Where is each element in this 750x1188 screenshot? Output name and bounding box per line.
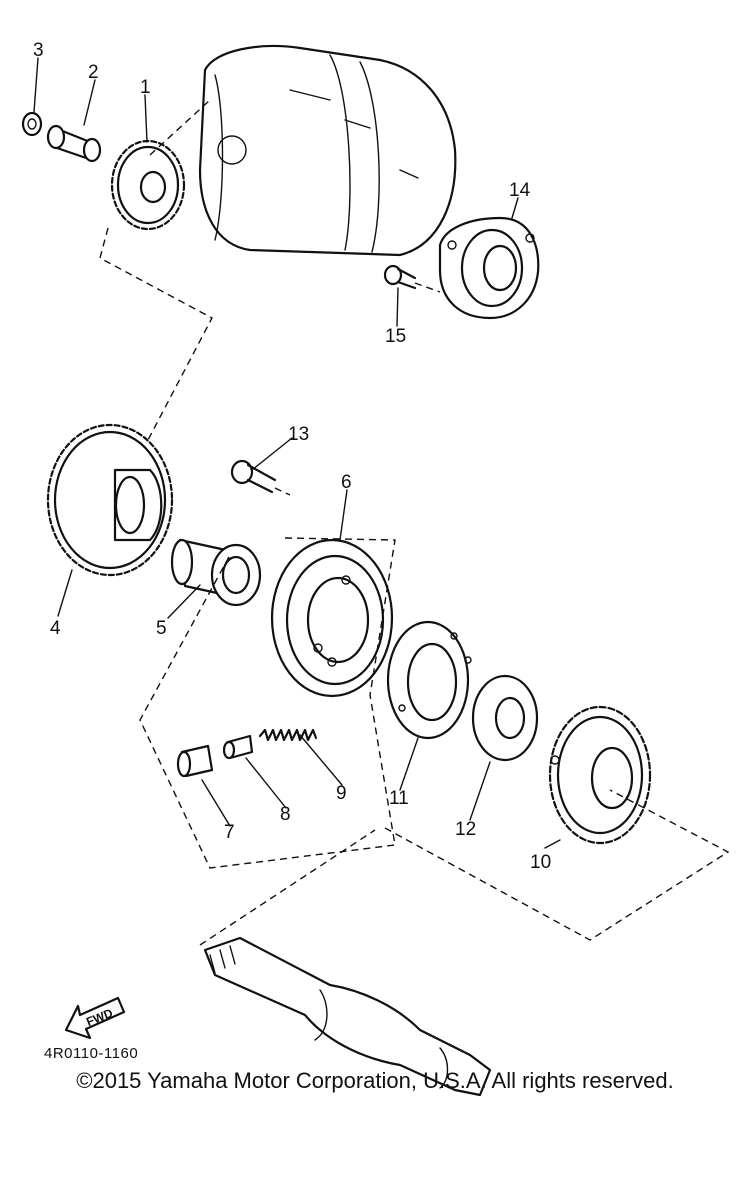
roller-part-7 (176, 744, 214, 778)
callout-10: 10 (530, 852, 551, 873)
callout-4: 4 (50, 618, 61, 639)
leader-lines (33, 57, 561, 849)
cover-plate-part-14 (438, 216, 540, 320)
spring-part-9 (258, 728, 318, 742)
callout-5: 5 (156, 618, 167, 639)
clutch-gear-part-10 (548, 705, 652, 845)
callout-13: 13 (288, 424, 309, 445)
callout-6: 6 (341, 472, 352, 493)
fwd-arrow-icon: FWD (64, 996, 126, 1040)
crankshaft (203, 936, 492, 1097)
callout-labels: 1 2 3 4 5 6 7 8 9 10 11 12 13 14 15 (33, 40, 551, 873)
bushing-part-5 (170, 538, 262, 607)
bolt-part-13 (230, 459, 291, 496)
callout-14: 14 (509, 180, 531, 201)
gear-part-1 (110, 139, 186, 231)
starter-motor (198, 45, 457, 257)
clutch-housing-part-6 (270, 538, 394, 698)
collar-part-3 (21, 111, 43, 137)
copyright-notice: ©2015 Yamaha Motor Corporation, U.S.A. A… (76, 1068, 674, 1093)
callout-3: 3 (33, 40, 44, 61)
callout-12: 12 (455, 819, 476, 840)
callout-9: 9 (336, 783, 347, 804)
callout-7: 7 (224, 822, 235, 843)
assembly-lines (99, 99, 730, 946)
callout-8: 8 (280, 804, 291, 825)
large-gear-part-4 (46, 423, 174, 577)
washer-part-12 (471, 674, 539, 762)
bolt-part-15 (383, 264, 441, 293)
plunger-part-8 (222, 734, 254, 760)
callout-11: 11 (389, 788, 409, 809)
fwd-label: FWD (84, 1006, 115, 1029)
callout-1: 1 (140, 77, 151, 98)
diagram-code: 4R0110-1160 (44, 1045, 138, 1062)
sleeve-part-2 (46, 124, 102, 163)
callout-2: 2 (88, 62, 99, 83)
callout-15: 15 (385, 326, 406, 347)
plate-part-11 (386, 620, 472, 740)
